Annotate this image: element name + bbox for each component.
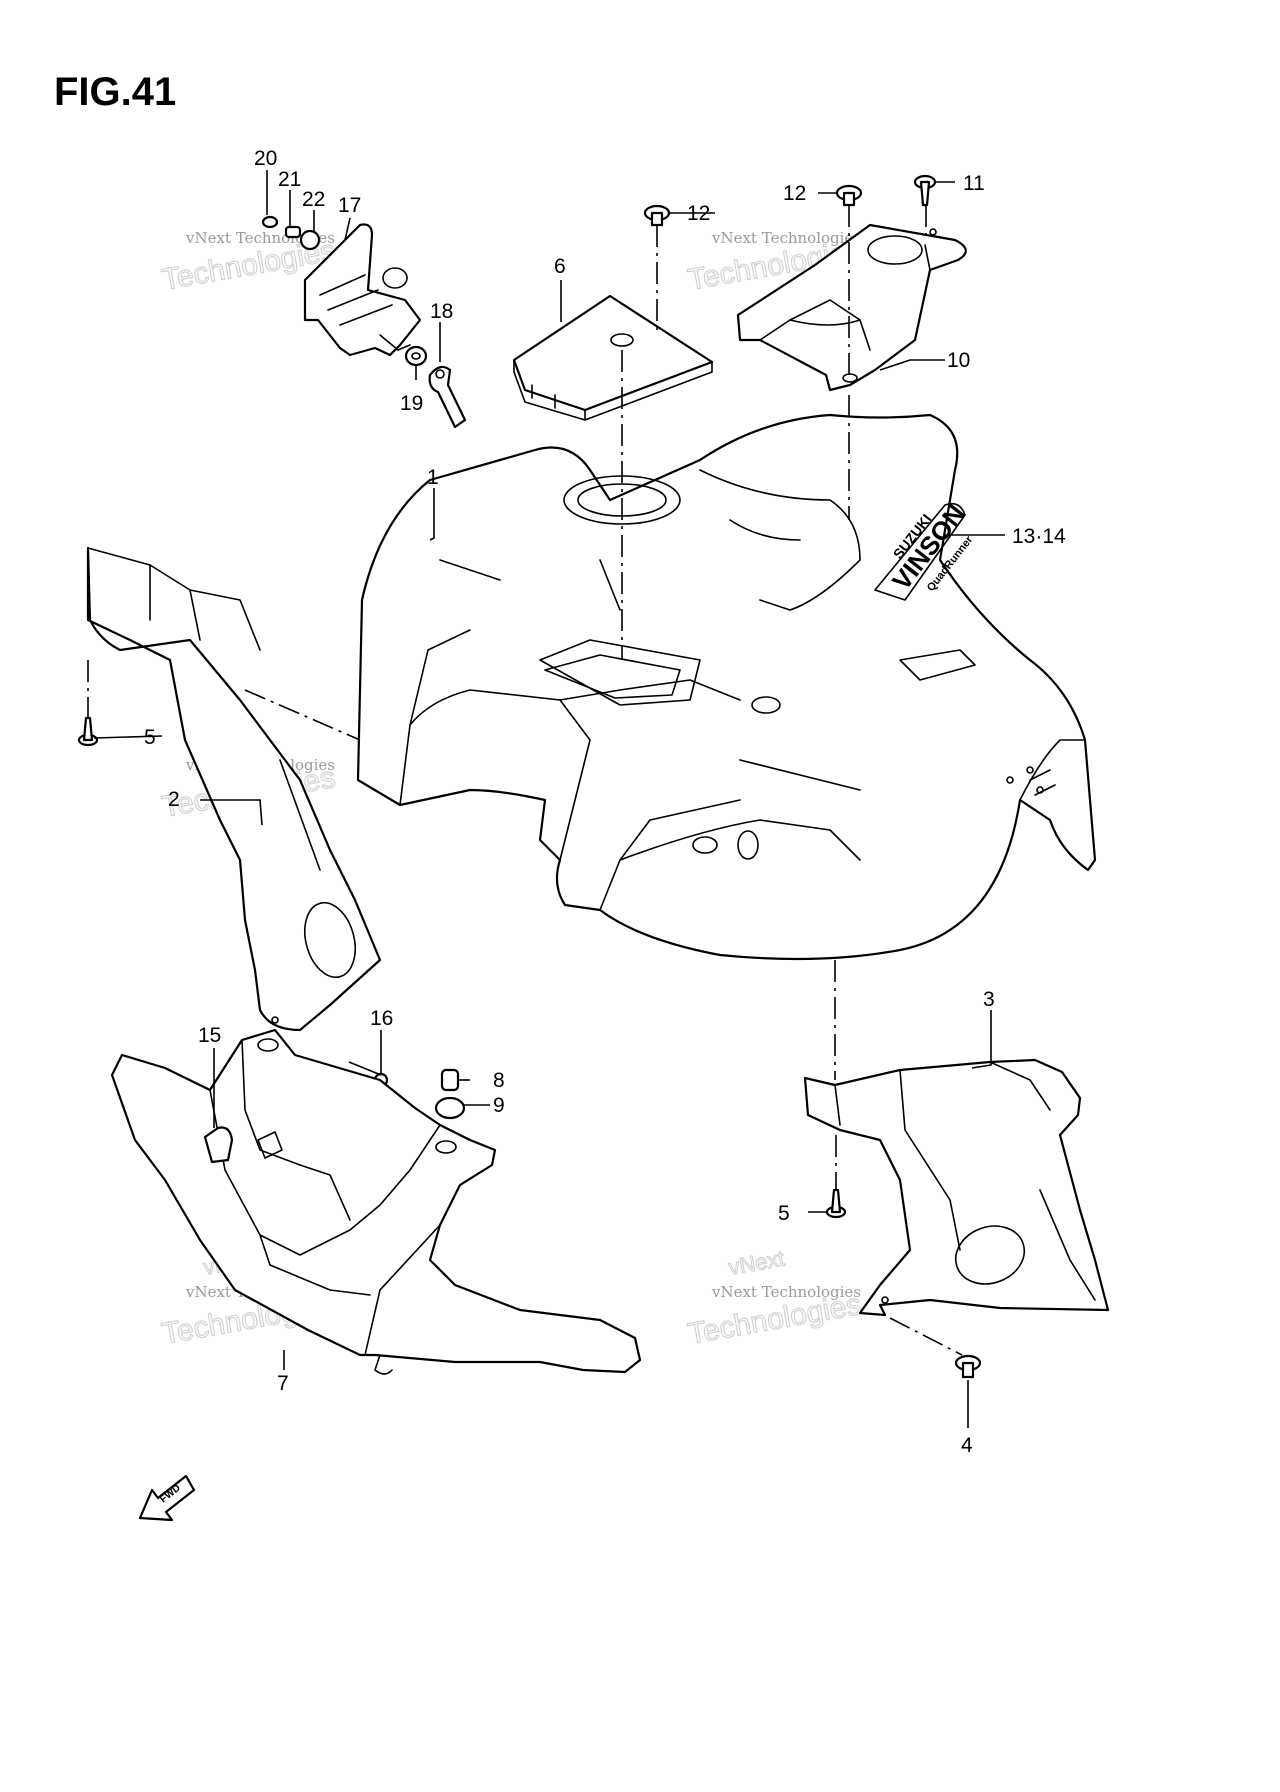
- callout-12-left: 12: [687, 202, 710, 225]
- callout-1: 1: [427, 466, 439, 489]
- watermark-text: vNext Technologies: [711, 229, 861, 247]
- callout-15: 15: [198, 1024, 221, 1047]
- fastener-22: [299, 229, 321, 251]
- callout-6: 6: [554, 255, 566, 278]
- callout-12-right: 12: [783, 182, 806, 205]
- callout-5-left: 5: [144, 726, 156, 749]
- callout-20: 20: [254, 147, 277, 170]
- screw-11: [913, 174, 937, 207]
- leader-lines: [93, 170, 1005, 1428]
- callout-21: 21: [278, 168, 301, 191]
- part-3-right-mudguard: [803, 1058, 1110, 1317]
- callout-18: 18: [430, 300, 453, 323]
- callout-17: 17: [338, 194, 361, 217]
- callout-19: 19: [400, 392, 423, 415]
- part-19-grommet: [404, 345, 428, 367]
- part-7-front-bumper: [110, 1028, 642, 1375]
- grommet-9: [434, 1096, 466, 1120]
- part-18-clamp: [428, 365, 467, 429]
- part-1-front-fender: [356, 413, 1097, 961]
- part-10-console-cover: [736, 223, 967, 392]
- fastener-20: [261, 215, 279, 229]
- callout-9: 9: [493, 1094, 505, 1117]
- bolt-12-right: [835, 184, 863, 207]
- assembly-lines: [87, 205, 963, 1356]
- part-17-bracket: [303, 223, 422, 357]
- callout-3: 3: [983, 988, 995, 1011]
- callout-22: 22: [302, 188, 325, 211]
- callout-4: 4: [961, 1434, 973, 1457]
- callout-16: 16: [370, 1007, 393, 1030]
- callout-2: 2: [168, 788, 180, 811]
- callout-10: 10: [947, 349, 970, 372]
- collar-8: [440, 1068, 460, 1092]
- callouts: 1 2 3 4 5 5 6 7 8 9 10 11 12 12 13·14 15…: [144, 147, 1066, 1457]
- bolt-4: [954, 1354, 982, 1379]
- callout-13-14: 13·14: [1012, 525, 1066, 548]
- watermark-text: vNext: [727, 1246, 787, 1280]
- screw-5-right: [825, 1188, 847, 1219]
- part-2-left-mudguard: [86, 546, 382, 1032]
- fwd-arrow-icon: FWD: [138, 1474, 196, 1522]
- screw-5-left: [77, 716, 99, 747]
- figure-title: FIG.41: [54, 70, 177, 114]
- callout-11: 11: [963, 172, 985, 195]
- watermark-text: vNext Technologies: [711, 1283, 861, 1301]
- part-6-lid: [512, 294, 714, 421]
- callout-5-right: 5: [778, 1202, 790, 1225]
- watermark-low-center: vNext vNext Technologies Technologies: [685, 1245, 864, 1351]
- callout-7: 7: [277, 1372, 289, 1395]
- callout-8: 8: [493, 1069, 505, 1092]
- fastener-21: [284, 225, 302, 239]
- bolt-12-left: [643, 204, 671, 227]
